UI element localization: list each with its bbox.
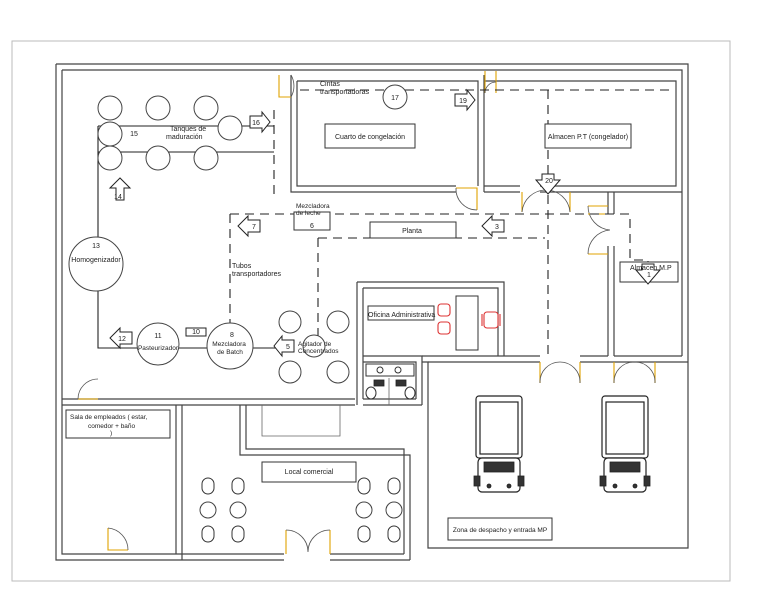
step-8: 8	[230, 332, 234, 339]
label-tanques: Tanques de maduración	[166, 126, 208, 141]
almacen-pt-label-box	[544, 123, 632, 149]
label-cuarto: Cuarto de congelación	[335, 134, 405, 141]
step-5: 5	[286, 344, 290, 351]
step-13: 13	[92, 243, 100, 250]
step-14: 14	[114, 194, 122, 201]
step-7: 7	[252, 224, 256, 231]
step-1: 1	[647, 272, 651, 279]
step-17: 17	[391, 95, 399, 102]
step-3: 3	[495, 224, 499, 231]
step-16: 16	[252, 120, 260, 127]
homogenizer	[68, 236, 124, 292]
arrow-3	[481, 214, 505, 238]
label-sala-line2: comedor + baño	[88, 423, 136, 430]
cuarto-label-box	[324, 123, 416, 149]
arrow-5	[273, 334, 295, 358]
label-tubos-line2: transportadores	[232, 271, 282, 278]
label-local: Local comercial	[285, 469, 334, 476]
label-agitador: Agitador de Concentrados	[298, 341, 339, 355]
label-planta: Planta	[402, 228, 422, 235]
label-agitador-line2: Concentrados	[298, 348, 339, 355]
label-cintas-line2: transportadoras	[320, 89, 370, 96]
label-mezcladora-batch: Mezcladora de Batch	[212, 341, 247, 356]
arrow-1	[634, 263, 662, 285]
step-20: 20	[545, 178, 553, 185]
building-walls	[55, 63, 689, 561]
milk-mixer-box	[293, 211, 331, 231]
label-almacen-mp: Almacen M.P	[630, 265, 672, 272]
arrow-20	[534, 173, 562, 195]
step-numbers: 17 19 16 15 20 14 6 7 3 13 1 10 11 8 12 …	[92, 95, 651, 351]
arrow-16	[249, 110, 271, 134]
step-10: 10	[192, 329, 200, 336]
bathroom-fixtures	[365, 363, 416, 405]
label-almacen-pt: Almacen P.T (congelador)	[548, 134, 628, 141]
arrow-12	[109, 326, 133, 350]
sheet-border	[11, 40, 731, 582]
arrow-10	[185, 327, 207, 337]
label-tubos-line1: Tubos	[232, 263, 252, 270]
label-tanques-line2: maduración	[166, 134, 203, 141]
label-tanques-line1: Tanques de	[170, 126, 206, 133]
label-sala-line3: )	[110, 430, 112, 437]
sala-label-box	[65, 409, 171, 439]
label-cintas-line1: Cintas	[320, 81, 340, 88]
planta-box	[369, 221, 457, 239]
zona-label-box	[447, 517, 553, 541]
label-mezcladora-leche-line1: Mezcladora	[296, 203, 330, 210]
maturation-tanks	[97, 95, 243, 171]
step-6: 6	[310, 223, 314, 230]
doors	[77, 71, 656, 554]
truck-right	[599, 395, 651, 493]
label-mezcladora-batch-line1: Mezcladora	[212, 341, 246, 348]
batch-mixer	[206, 322, 254, 370]
office-furniture	[367, 295, 501, 351]
label-sala: Sala de empleados ( estar, comedor + bañ…	[70, 414, 149, 437]
label-pasteurizador: Pasteurizador	[138, 345, 179, 352]
step-11: 11	[154, 333, 161, 340]
label-mezcladora-leche-line2: de leche	[296, 210, 321, 217]
label-oficina: Oficina Administrativa	[368, 312, 435, 319]
truck-left	[473, 395, 525, 493]
step-19: 19	[459, 98, 467, 105]
pasteurizer	[136, 322, 180, 366]
label-cintas: Cintas transportadoras	[320, 81, 370, 96]
label-mezcladora-batch-line2: de Batch	[217, 349, 243, 356]
label-mezcladora-leche: Mezcladora de leche	[296, 203, 331, 217]
arrow-14	[108, 177, 132, 201]
arrow-19	[454, 88, 476, 112]
label-sala-line1: Sala de empleados ( estar,	[70, 414, 148, 421]
flow-arrows	[108, 88, 662, 358]
label-agitador-line1: Agitador de	[298, 341, 332, 348]
step-15: 15	[130, 131, 138, 138]
agitator-tanks	[278, 310, 350, 384]
label-zona: Zona de despacho y entrada MP	[453, 527, 547, 534]
arrow-7	[237, 214, 261, 238]
conveyor-node	[382, 84, 408, 110]
local-label-box	[261, 461, 357, 483]
label-tubos: Tubos transportadores	[232, 263, 282, 278]
label-homogenizador: Homogenizador	[71, 257, 121, 264]
shop-chairs	[199, 477, 403, 543]
step-12: 12	[118, 336, 126, 343]
